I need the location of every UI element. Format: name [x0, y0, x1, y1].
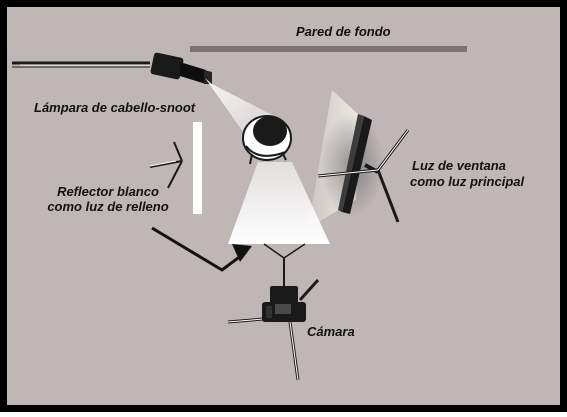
reflector-label-line1: Reflector blanco [57, 184, 159, 199]
hair-light-label: Lámpara de cabello-snoot [34, 100, 196, 115]
camera-view-cone [228, 162, 330, 244]
window-label-line1: Luz de ventana [412, 158, 506, 173]
window-label-line2: como luz principal [410, 174, 525, 189]
reflector-label-line2: como luz de relleno [47, 199, 169, 214]
background-wall [190, 46, 467, 52]
camera-label: Cámara [307, 324, 355, 339]
fill-reflector [149, 122, 202, 214]
wall-label: Pared de fondo [296, 24, 391, 39]
fill-arrow [151, 226, 252, 272]
window-light [317, 113, 410, 223]
hair-light-boom [12, 52, 212, 84]
camera-body [262, 286, 306, 322]
subject-head [242, 115, 292, 165]
